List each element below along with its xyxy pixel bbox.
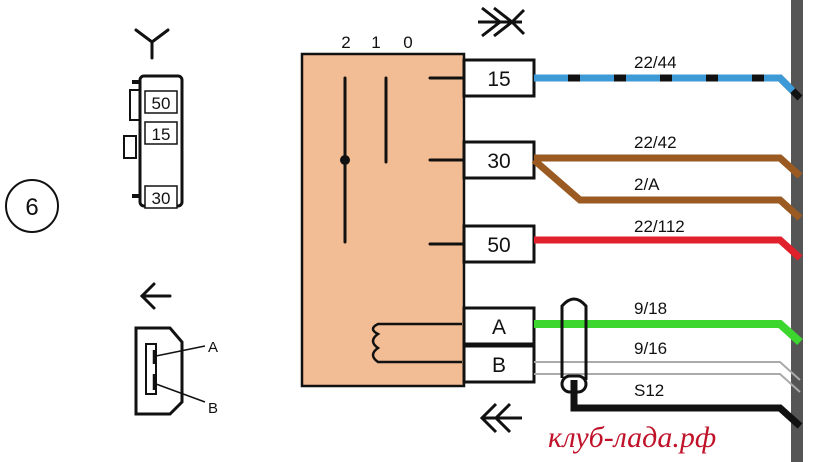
frame-bar xyxy=(791,0,803,462)
wire-b xyxy=(534,361,801,381)
switch-position-1: 1 xyxy=(371,33,380,52)
wire-label-9-18: 9/18 xyxy=(634,299,667,318)
wire-label-s12: S12 xyxy=(634,381,664,400)
connector-socket-icon xyxy=(479,402,522,434)
switch-contacts xyxy=(340,76,464,246)
svg-text:15: 15 xyxy=(487,68,510,91)
wire-label-22-44: 22/44 xyxy=(634,53,677,72)
connector-pin-b: B xyxy=(208,400,218,417)
connector-pin-50: 50 xyxy=(152,94,171,113)
wire-s12 xyxy=(534,373,803,429)
wire-30b xyxy=(531,157,803,221)
shield-loop xyxy=(560,297,588,380)
connector-top: 50 15 30 xyxy=(123,74,184,209)
wire-a xyxy=(534,320,803,345)
wire-label-22-42: 22/42 xyxy=(634,133,677,152)
shield-ground xyxy=(560,374,588,394)
wire-label-9-16: 9/16 xyxy=(634,339,667,358)
connector-pin-15: 15 xyxy=(152,125,171,144)
arrow-left-icon xyxy=(139,282,172,310)
terminal-50: 50 xyxy=(462,224,536,264)
terminal-a: A xyxy=(462,306,536,346)
connector-bottom: A B xyxy=(134,326,218,417)
terminal-b: B xyxy=(462,344,536,384)
svg-text:30: 30 xyxy=(487,150,510,173)
connector-pin-a: A xyxy=(208,339,218,356)
connector-fork-icon xyxy=(134,28,170,60)
coil-icon xyxy=(371,322,462,364)
terminal-30: 30 xyxy=(462,140,536,180)
component-number-badge: 6 xyxy=(5,179,59,233)
component-number: 6 xyxy=(25,194,38,221)
wire-label-22-112: 22/112 xyxy=(634,217,685,236)
svg-text:50: 50 xyxy=(487,234,510,257)
wire-label-2-a: 2/A xyxy=(634,175,660,194)
svg-text:B: B xyxy=(492,354,506,377)
connector-pin-30: 30 xyxy=(152,189,171,208)
ignition-switch-body xyxy=(300,52,466,388)
watermark: клуб-лада.рф xyxy=(548,421,716,454)
switch-position-2: 2 xyxy=(341,33,350,52)
switch-position-0: 0 xyxy=(403,33,412,52)
wire-30a xyxy=(534,154,803,179)
connector-plug-icon xyxy=(478,6,526,38)
svg-text:A: A xyxy=(492,316,506,339)
wire-15 xyxy=(534,74,803,101)
terminal-15: 15 xyxy=(462,58,536,98)
wire-50 xyxy=(534,236,803,261)
